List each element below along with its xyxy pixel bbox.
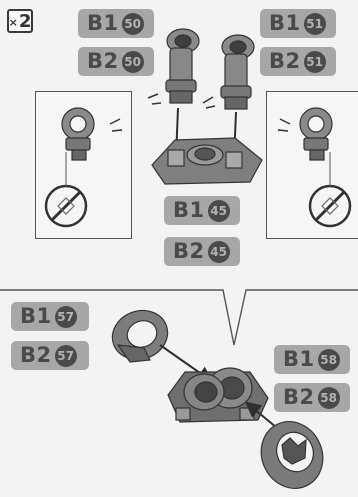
callout-bracket (0, 290, 358, 345)
no-fit-prohibited-icon (46, 152, 86, 226)
detail-part-right (300, 108, 332, 160)
wheel-part-58 (250, 412, 333, 497)
ring-part-57 (105, 303, 174, 367)
check-ok-icon (278, 119, 290, 131)
detail-part-left (62, 108, 94, 160)
eyelet-part-51 (221, 35, 254, 109)
base-plate-45 (152, 138, 262, 184)
hub-assembly (168, 368, 268, 422)
eyelet-part-50 (166, 29, 199, 103)
check-ok-icon (110, 119, 122, 131)
no-fit-prohibited-icon (310, 152, 350, 226)
